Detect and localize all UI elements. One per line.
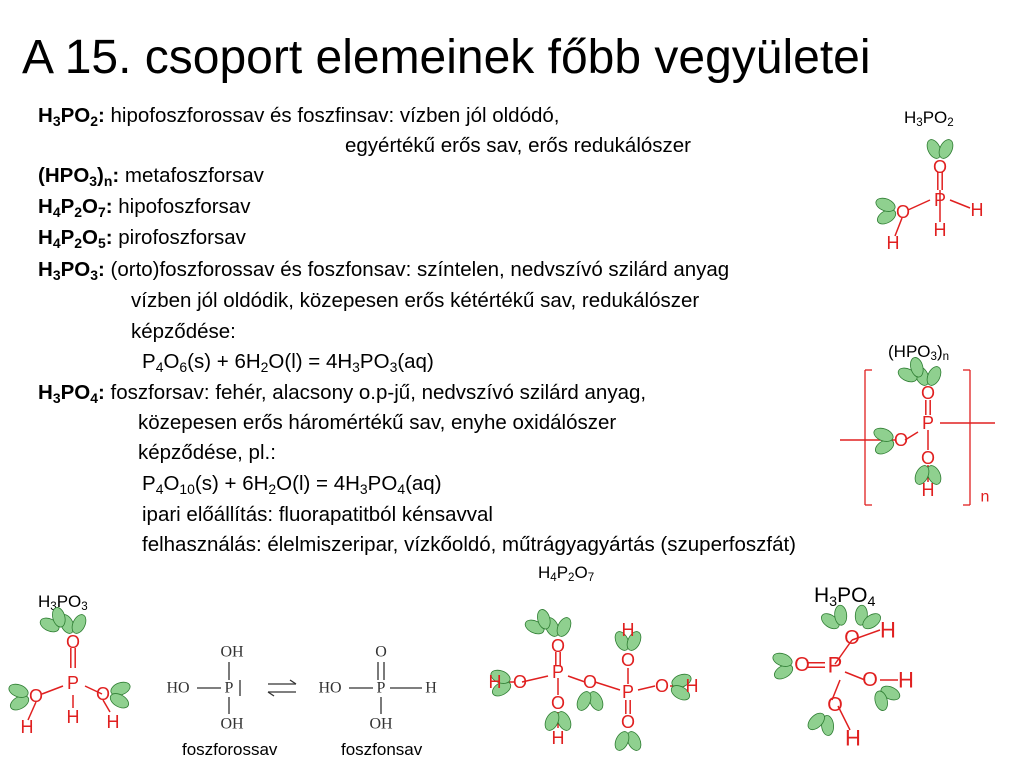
atom-label: O bbox=[551, 693, 565, 713]
orbital-lobe bbox=[106, 677, 134, 712]
atom-label: H bbox=[622, 620, 635, 640]
atom-label: O bbox=[96, 684, 110, 704]
bond-line bbox=[41, 685, 64, 695]
bond-line bbox=[594, 681, 621, 691]
bond-line bbox=[84, 685, 103, 695]
orbital-lobe bbox=[573, 689, 607, 713]
bond-line bbox=[637, 685, 656, 691]
line-hpo3n: (HPO3)n: metafoszforsav bbox=[38, 164, 264, 189]
equation-h3po3: P4O6(s) + 6H2O(l) = 4H3PO3(aq) bbox=[142, 350, 434, 375]
line-h4p2o5: H4P2O5: pirofoszforsav bbox=[38, 226, 246, 251]
atom-label: O bbox=[621, 712, 635, 732]
atom-label: HO bbox=[166, 680, 189, 697]
atom-label: P bbox=[67, 673, 79, 693]
bond-line bbox=[904, 431, 919, 441]
atom-label: OH bbox=[220, 644, 244, 661]
bond-line bbox=[567, 675, 586, 683]
atom-label: P bbox=[552, 662, 564, 682]
atom-label: P bbox=[622, 682, 634, 702]
orbital-lobe bbox=[769, 648, 797, 683]
atom-label: O bbox=[933, 157, 947, 177]
line-h4p2o7: H4P2O7: hipofoszforsav bbox=[38, 195, 251, 220]
bond-line bbox=[521, 675, 549, 683]
orbital-lobe bbox=[611, 729, 645, 753]
bond-line bbox=[844, 671, 866, 681]
atom-label: O bbox=[375, 644, 387, 661]
figure-label-h3po4: H3PO4 bbox=[814, 584, 876, 610]
atom-label: H bbox=[67, 707, 80, 727]
atom-label: O bbox=[621, 650, 635, 670]
atom-label: H bbox=[686, 676, 699, 696]
atom-label: HO bbox=[318, 680, 341, 697]
figure-label-h3po3: H3PO3 bbox=[38, 592, 88, 614]
atom-label: O bbox=[551, 636, 565, 656]
bond-line bbox=[851, 629, 881, 641]
figure-label-h3po2: H3PO2 bbox=[904, 108, 954, 130]
atom-label: O bbox=[655, 676, 669, 696]
caption-foszforossav: foszforossav bbox=[182, 740, 278, 759]
bond-line bbox=[289, 679, 297, 685]
line-h3po3-cont: vízben jól oldódik, közepesen erős kétér… bbox=[131, 289, 700, 312]
atom-label: O bbox=[794, 654, 810, 676]
bond-line bbox=[27, 701, 37, 721]
bond-line bbox=[894, 217, 903, 237]
atom-label: H bbox=[21, 717, 34, 737]
atom-label: P bbox=[828, 653, 843, 678]
atom-label: O bbox=[921, 448, 935, 468]
atom-label: H bbox=[898, 668, 914, 693]
line-h3po2: H3PO2: hipofoszforossav és foszfinsav: v… bbox=[38, 104, 560, 129]
atom-label: OH bbox=[369, 716, 393, 733]
bond-line bbox=[102, 699, 111, 713]
atom-label: H bbox=[887, 233, 900, 253]
atom-label: O bbox=[896, 202, 910, 222]
atom-label: OH bbox=[220, 716, 244, 733]
atom-label: H bbox=[425, 680, 437, 697]
atom-label: H bbox=[552, 728, 565, 748]
atom-label: O bbox=[827, 694, 843, 716]
atom-label: H bbox=[971, 200, 984, 220]
bond-line bbox=[837, 705, 851, 731]
bond-line bbox=[949, 199, 971, 209]
atom-label: H bbox=[880, 618, 896, 643]
atom-label: H bbox=[922, 480, 935, 500]
bond-line bbox=[834, 639, 853, 665]
atom-label: O bbox=[513, 672, 527, 692]
atom-label: O bbox=[862, 669, 878, 691]
line-h3po3-kepz: képződése: bbox=[131, 320, 236, 343]
atom-label: H bbox=[107, 712, 120, 732]
atom-label: P bbox=[934, 190, 946, 210]
line-ipari: ipari előállítás: fluorapatitból kénsavv… bbox=[142, 503, 493, 526]
bond-line bbox=[267, 691, 275, 697]
atom-label: O bbox=[921, 383, 935, 403]
atom-label: P bbox=[922, 413, 934, 433]
atom-label: O bbox=[844, 627, 860, 649]
line-h3po3: H3PO3: (orto)foszforossav és foszfonsav:… bbox=[38, 258, 730, 283]
bracket-subscript: n bbox=[981, 489, 990, 506]
bond-line bbox=[907, 199, 931, 211]
figure-label-hpo3n: (HPO3)n bbox=[888, 342, 950, 364]
figure-label-h4p2o7: H4P2O7 bbox=[538, 563, 595, 585]
caption-foszfonsav: foszfonsav bbox=[341, 740, 423, 759]
page-title: A 15. csoport elemeinek főbb vegyületei bbox=[22, 31, 871, 84]
atom-label: H bbox=[934, 220, 947, 240]
atom-label: O bbox=[66, 632, 80, 652]
atom-label: O bbox=[29, 686, 43, 706]
bond-line bbox=[831, 679, 841, 701]
atom-label: O bbox=[894, 430, 908, 450]
line-h3po2-cont: egyértékű erős sav, erős redukálószer bbox=[345, 134, 692, 157]
line-h3po4: H3PO4: foszforsav: fehér, alacsony o.p-j… bbox=[38, 381, 647, 406]
equation-h3po4: P4O10(s) + 6H2O(l) = 4H3PO4(aq) bbox=[142, 472, 442, 497]
atom-label: O bbox=[583, 672, 597, 692]
atom-label: P bbox=[225, 680, 234, 697]
line-h3po4-cont: közepesen erős háromértékű sav, enyhe ox… bbox=[138, 411, 617, 434]
line-felhasznalas: felhasználás: élelmiszeripar, vízkőoldó,… bbox=[142, 533, 797, 556]
atom-label: P bbox=[377, 680, 386, 697]
atom-label: H bbox=[489, 672, 502, 692]
atom-label: H bbox=[845, 726, 861, 751]
line-h3po4-kepz: képződése, pl.: bbox=[138, 441, 276, 464]
